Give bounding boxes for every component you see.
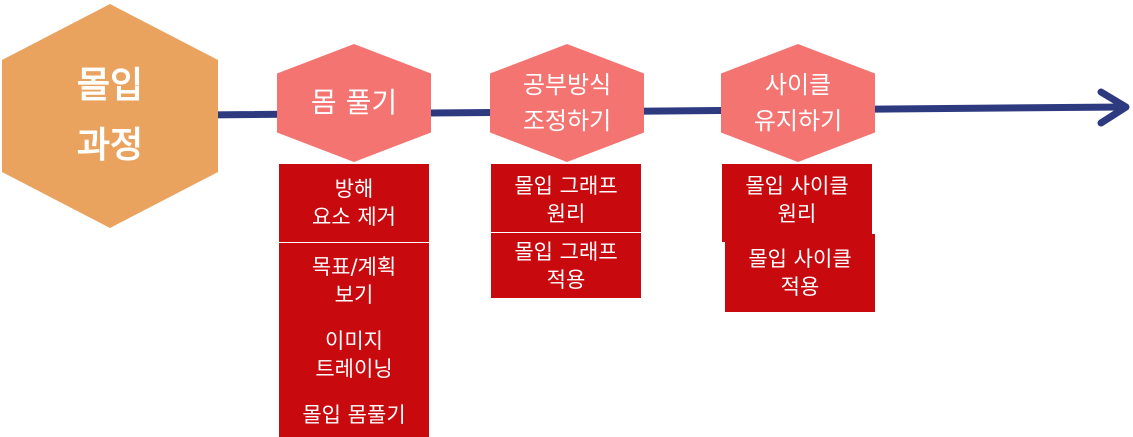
stage-title-line: 몸 풀기 [310, 86, 398, 119]
timeline-arrow-head [1097, 88, 1130, 127]
stage-hexagon-cycle-maintain: 사이클 유지하기 [721, 44, 875, 162]
stage-title-line: 조정하기 [522, 107, 612, 135]
item-text-line: 트레이닝 [315, 357, 393, 381]
stage1-item-box: 몰입 몸풀기 [279, 392, 429, 437]
item-text-line: 몰입 그래프 [514, 239, 618, 264]
stage1-item-box: 목표/계획 보기 [279, 243, 429, 318]
item-text-line: 이미지 [325, 329, 383, 353]
item-text-line: 몰입 몸풀기 [302, 402, 406, 427]
stage-title-line: 사이클 [764, 71, 832, 99]
item-text-line: 적용 [546, 267, 586, 292]
stage2-item-box: 몰입 그래프 적용 [491, 233, 641, 298]
item-text-line: 몰입 그래프 [514, 174, 618, 198]
item-text-line: 몰입 사이클 [745, 174, 849, 198]
item-text-line: 원리 [546, 202, 586, 226]
item-text-line: 보기 [334, 282, 374, 307]
item-text-line: 몰입 사이클 [748, 247, 852, 271]
stage-hexagon-study-method: 공부방식 조정하기 [490, 44, 644, 162]
stage2-item-box: 몰입 그래프 원리 [491, 164, 641, 232]
item-text-line: 적용 [780, 275, 820, 299]
main-hexagon-line-1: 몰입 [76, 65, 144, 106]
stage1-item-box: 이미지 트레이닝 [279, 318, 429, 392]
stage-title-line: 공부방식 [522, 71, 612, 99]
item-text-line: 요소 제거 [312, 205, 396, 229]
stage-title-line: 유지하기 [753, 107, 843, 135]
stage1-item-box: 방해 요소 제거 [279, 164, 429, 242]
item-text-line: 원리 [777, 202, 817, 226]
main-hexagon-line-2: 과정 [76, 125, 144, 166]
stage3-item-box: 몰입 사이클 적용 [725, 234, 875, 312]
item-text-line: 목표/계획 [311, 254, 397, 279]
stage3-item-box: 몰입 사이클 원리 [722, 164, 872, 242]
item-text-line: 방해 [334, 177, 374, 201]
